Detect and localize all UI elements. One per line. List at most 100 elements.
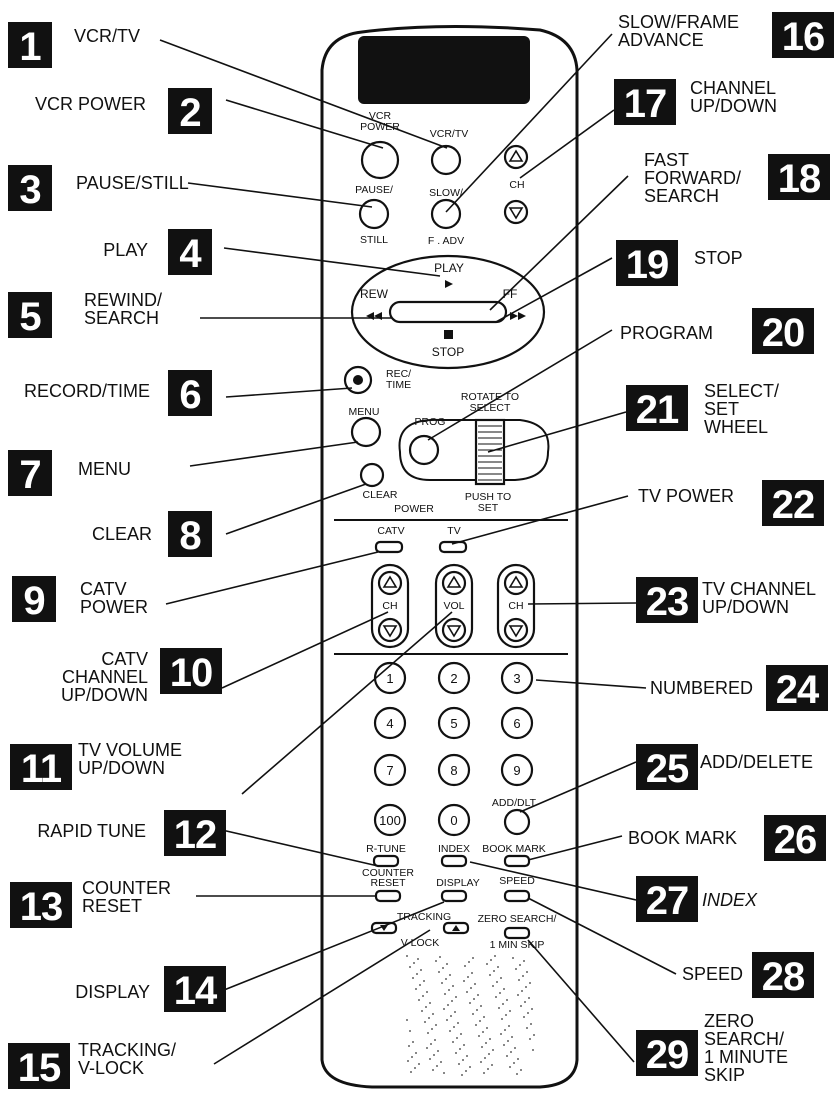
callout-text-13: COUNTER: [82, 878, 171, 898]
texture-dot: [418, 999, 420, 1001]
texture-dot: [492, 985, 494, 987]
callout-28: 28SPEED: [682, 952, 814, 999]
catv-power-button: [376, 542, 402, 552]
texture-dot: [421, 1010, 423, 1012]
texture-dot: [415, 1052, 417, 1054]
texture-dot: [517, 994, 519, 996]
texture-dot: [480, 1061, 482, 1063]
texture-dot: [529, 1038, 531, 1040]
play-label: PLAY: [434, 261, 464, 275]
speed-label: SPEED: [499, 875, 535, 887]
texture-dot: [435, 960, 437, 962]
callout-1: 1VCR/TV: [8, 22, 140, 69]
tv-ch-label: CH: [508, 600, 523, 612]
r-tune-button: [374, 856, 398, 866]
texture-dot: [455, 1052, 457, 1054]
texture-dot: [412, 1041, 414, 1043]
texture-dot: [427, 1032, 429, 1034]
callout-text-4: PLAY: [103, 240, 148, 260]
texture-dot: [485, 1042, 487, 1044]
texture-dot: [419, 984, 421, 986]
digit-label: 2: [450, 671, 457, 686]
texture-dot: [431, 1028, 433, 1030]
prog-button: [410, 436, 438, 464]
texture-dot: [433, 1054, 435, 1056]
vcr-tv-label: VCR/TV: [430, 128, 469, 140]
menu-label: MENU: [349, 406, 380, 418]
callout-number-14: 14: [174, 969, 218, 1013]
texture-dot: [510, 1051, 512, 1053]
callout-14: 14 DISPLAY: [75, 966, 226, 1013]
book-mark-button: [505, 856, 529, 866]
catv-ch-up-button: [379, 572, 401, 594]
texture-dot: [499, 992, 501, 994]
texture-dot: [484, 1057, 486, 1059]
digit-label: 9: [513, 763, 520, 778]
transport-center: [390, 302, 506, 322]
callout-text-11: TV VOLUME: [78, 740, 182, 760]
callout-number-11: 11: [21, 747, 62, 791]
texture-dot: [483, 1072, 485, 1074]
texture-dot: [514, 1047, 516, 1049]
texture-dot: [506, 1055, 508, 1057]
callout-6: 6RECORD/TIME: [24, 370, 212, 417]
texture-dot: [407, 1060, 409, 1062]
display-button: [442, 891, 466, 901]
texture-dot: [418, 1063, 420, 1065]
texture-dot: [443, 1072, 445, 1074]
callout-number-4: 4: [179, 232, 202, 276]
texture-dot: [445, 978, 447, 980]
texture-dot: [406, 1019, 408, 1021]
callout-text-21: SET: [704, 399, 739, 419]
texture-dot: [481, 1046, 483, 1048]
texture-dot: [489, 974, 491, 976]
callout-text-29: ZERO: [704, 1011, 754, 1031]
texture-dot: [426, 1047, 428, 1049]
callout-text-29: SKIP: [704, 1065, 745, 1085]
callout-text-29: 1 MINUTE: [704, 1047, 788, 1067]
f-adv-label: F . ADV: [428, 235, 464, 247]
tv-ch-down-button: [505, 619, 527, 641]
callout-number-6: 6: [179, 373, 200, 417]
ch-down-button: [505, 201, 527, 223]
texture-dot: [408, 1045, 410, 1047]
stop-icon: [444, 330, 453, 339]
callout-text-23: TV CHANNEL: [702, 579, 816, 599]
texture-dot: [410, 1071, 412, 1073]
texture-dot: [442, 967, 444, 969]
texture-dot: [434, 1039, 436, 1041]
vol-down-button: [443, 619, 465, 641]
texture-dot: [466, 1055, 468, 1057]
texture-dot: [520, 1005, 522, 1007]
callout-29: 29ZEROSEARCH/1 MINUTESKIP: [636, 1011, 788, 1085]
texture-dot: [507, 1040, 509, 1042]
texture-dot: [504, 1029, 506, 1031]
texture-dot: [524, 1001, 526, 1003]
texture-dot: [465, 1070, 467, 1072]
callout-number-5: 5: [19, 295, 41, 339]
callout-text-20: PROGRAM: [620, 323, 713, 343]
texture-dot: [526, 971, 528, 973]
texture-dot: [502, 1003, 504, 1005]
texture-dot: [476, 1009, 478, 1011]
callout-27: 27INDEX: [636, 876, 758, 923]
digit-label: 8: [450, 763, 457, 778]
callout-number-9: 9: [23, 579, 44, 623]
texture-dot: [430, 1043, 432, 1045]
texture-dot: [447, 1004, 449, 1006]
callout-number-28: 28: [762, 955, 805, 999]
texture-dot: [532, 1049, 534, 1051]
ch-label: CH: [509, 179, 524, 191]
texture-dot: [472, 957, 474, 959]
time-label: TIME: [386, 379, 411, 391]
texture-dot: [438, 971, 440, 973]
texture-dot: [482, 1031, 484, 1033]
callout-text-14: DISPLAY: [75, 982, 150, 1002]
callout-text-18: FAST: [644, 150, 689, 170]
texture-dot: [450, 1015, 452, 1017]
texture-dot: [498, 1007, 500, 1009]
texture-dot: [496, 981, 498, 983]
texture-dot: [416, 973, 418, 975]
texture-dot: [452, 985, 454, 987]
callout-text-11: UP/DOWN: [78, 758, 165, 778]
